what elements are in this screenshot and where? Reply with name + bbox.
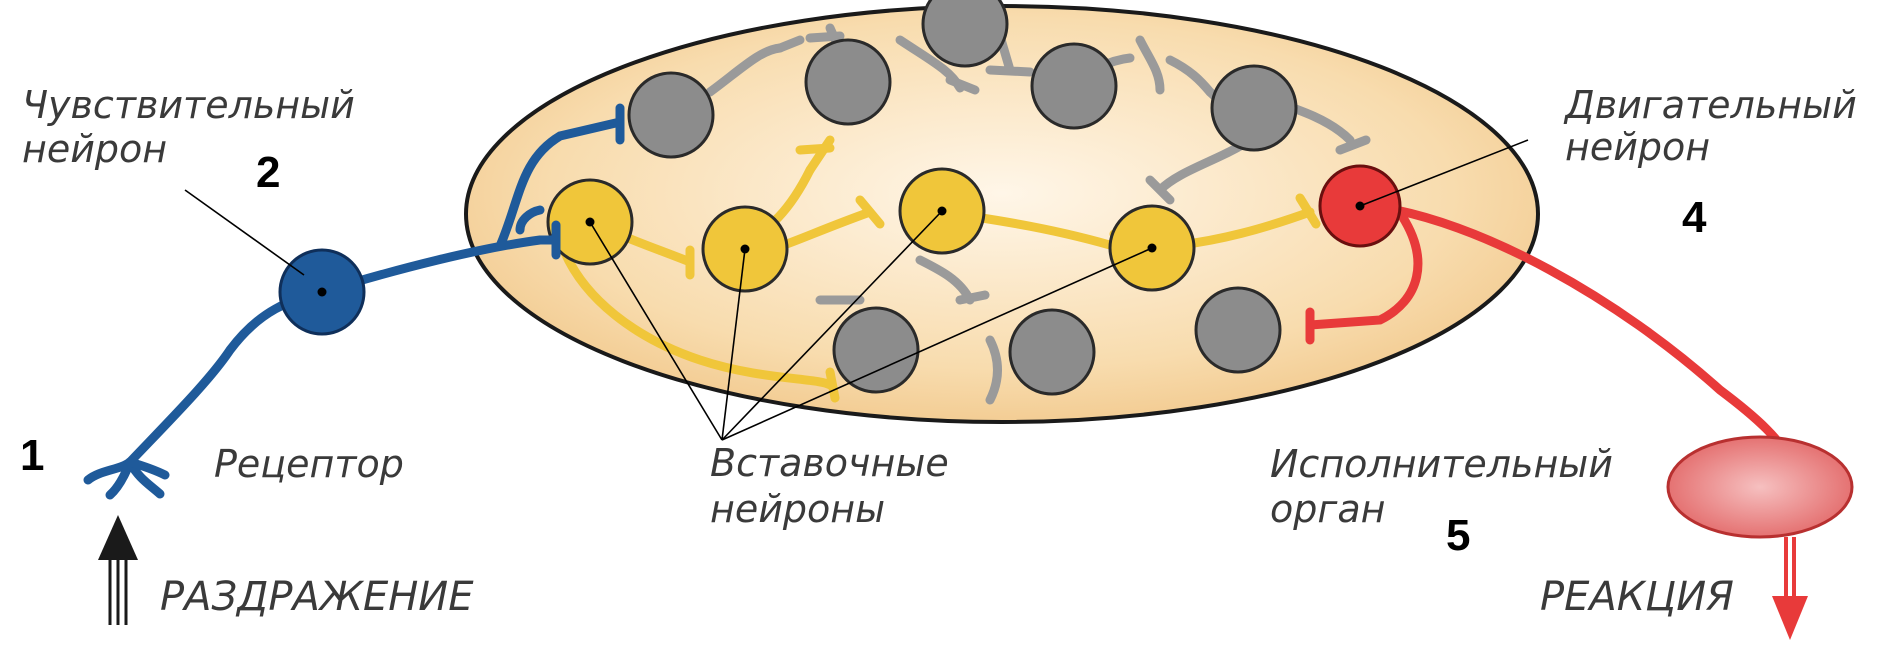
effector-label-line2: орган	[1270, 487, 1385, 531]
interneurons-label-line2: нейроны	[710, 487, 885, 531]
motor-neuron-label-line1: Двигательный	[1563, 83, 1857, 127]
reaction-arrow	[1772, 537, 1808, 640]
pointer-lines	[184, 139, 1529, 441]
sensory-neuron	[125, 103, 625, 467]
interneurons-label-line1: Вставочные	[710, 441, 949, 485]
stimulus-label: РАЗДРАЖЕНИЕ	[160, 574, 474, 620]
sensory-neuron-label-line1: Чувствительный	[22, 83, 355, 127]
number-2: 2	[256, 148, 280, 197]
motor-neuron	[1305, 164, 1805, 475]
number-1: 1	[20, 431, 44, 480]
motor-neuron-label-line2: нейрон	[1565, 125, 1710, 169]
stimulus-arrow	[98, 515, 138, 625]
effector-organ	[1666, 435, 1854, 539]
sensory-neuron-label-line2: нейрон	[22, 127, 167, 171]
receptor-label: Рецептор	[214, 442, 404, 486]
effector-label-line1: Исполнительный	[1270, 442, 1613, 486]
number-4: 4	[1682, 193, 1707, 242]
number-5: 5	[1446, 511, 1470, 560]
reaction-label: РЕАКЦИЯ	[1540, 574, 1734, 620]
receptor-endings	[83, 457, 170, 500]
grey-neurons	[627, 0, 1298, 396]
